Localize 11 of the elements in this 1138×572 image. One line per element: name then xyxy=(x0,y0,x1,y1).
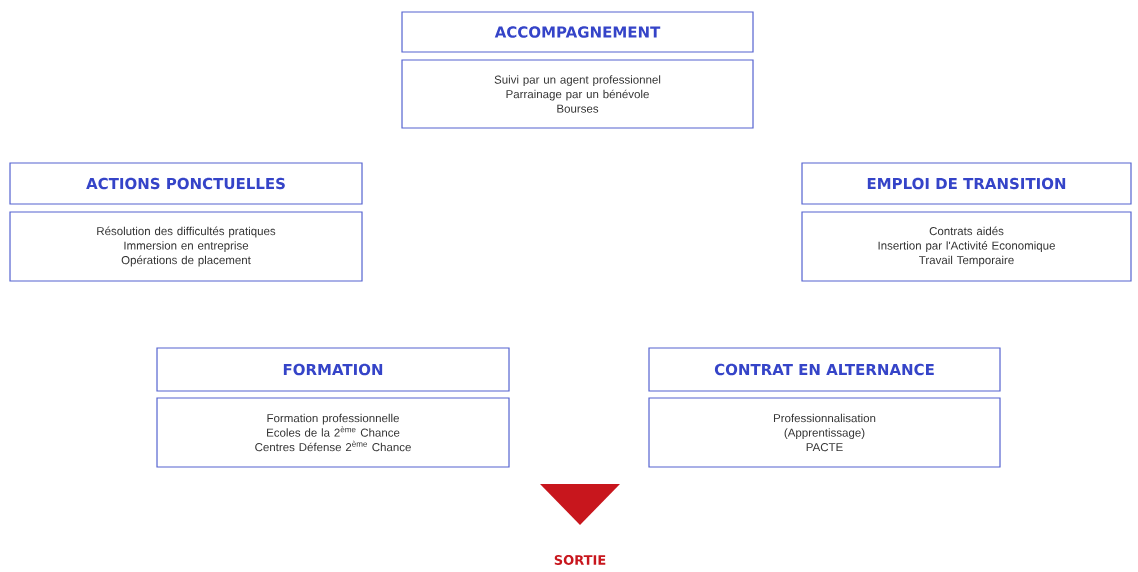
heading-box: ACTIONS PONCTUELLES xyxy=(9,162,363,205)
heading-box: FORMATION xyxy=(156,347,510,392)
heading-box: CONTRAT EN ALTERNANCE xyxy=(648,347,1001,392)
text-box: Résolution des difficultés pratiques Immersion en entreprise Opérations de placement xyxy=(9,211,363,282)
exit-label: SORTIE xyxy=(554,555,606,565)
text-box: Contrats aidés Insertion par l'Activité Economique Travail Temporaire xyxy=(801,211,1132,282)
text-box: Formation professionnelle Ecoles de la 2$^{ème}$ Chance Centres Défense 2$^{ème}$ Chance xyxy=(156,397,510,468)
text-box: Suivi par un agent professionnel Parrainage par un bénévole Bourses xyxy=(401,59,754,129)
heading-box: EMPLOI DE TRANSITION xyxy=(801,162,1132,205)
text-box: Professionnalisation (Apprentissage) PACTE xyxy=(648,397,1001,468)
heading-box: ACCOMPAGNEMENT xyxy=(401,11,754,53)
